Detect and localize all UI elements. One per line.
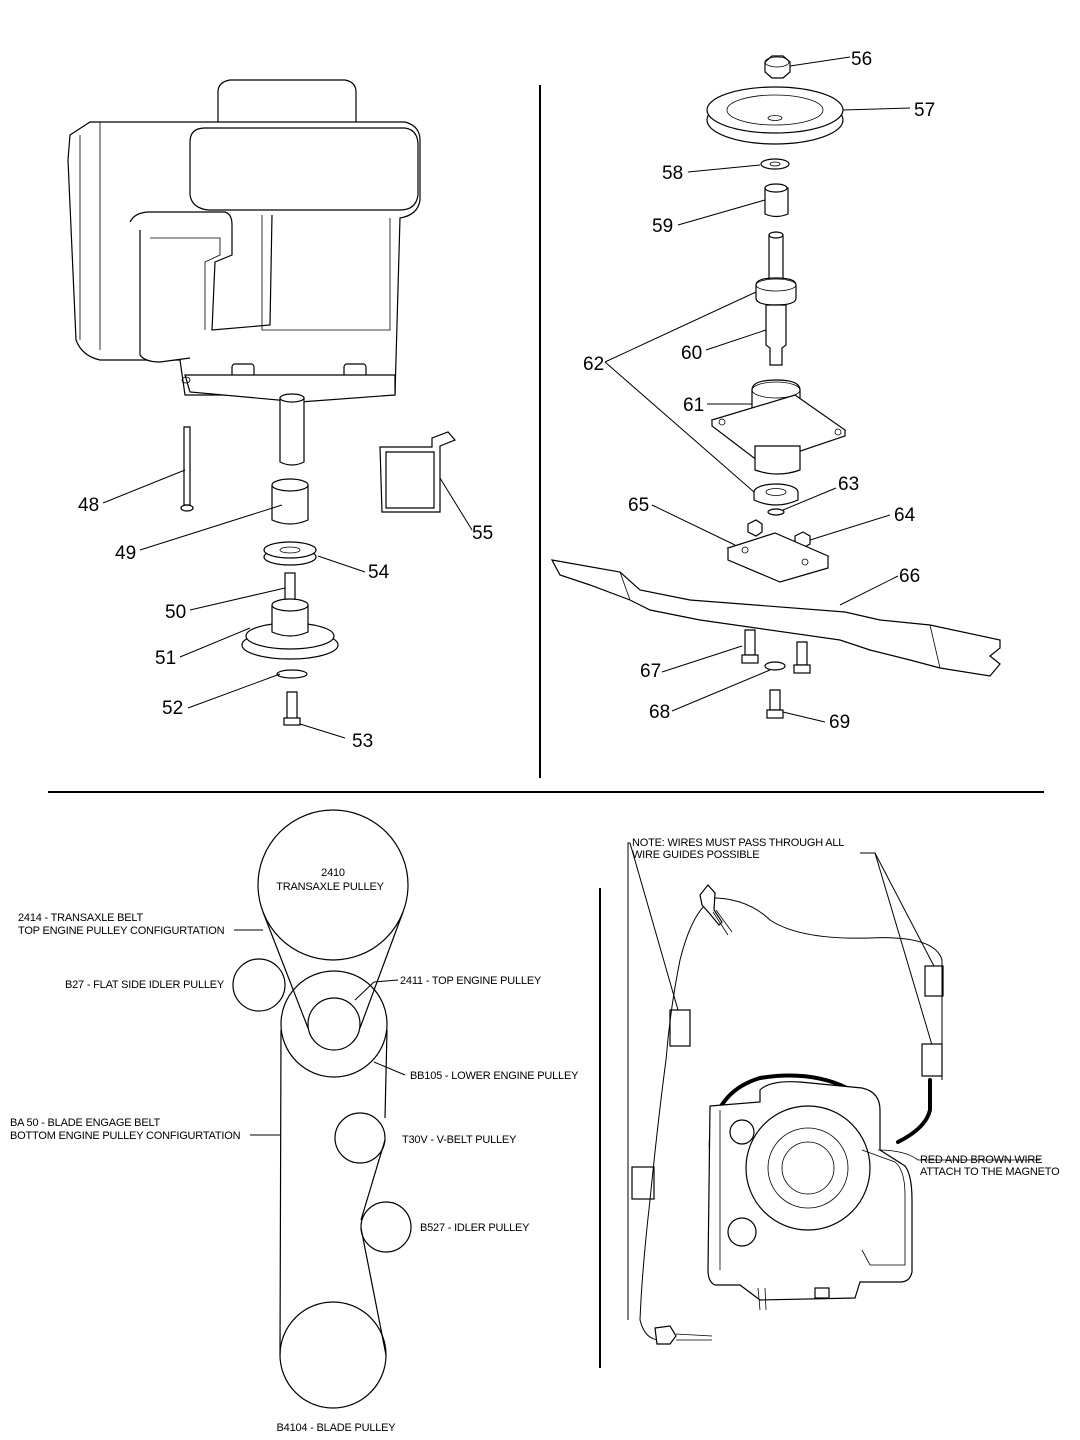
wire-guide-right-upper — [924, 965, 944, 997]
top-engine-pulley-label: 2411 - TOP ENGINE PULLEY — [400, 975, 542, 987]
blade-engage-belt-label-1: BA 50 - BLADE ENGAGE BELT — [10, 1117, 161, 1129]
vbelt-pulley-label: T30V - V-BELT PULLEY — [402, 1134, 517, 1146]
leaders-top-right — [604, 56, 911, 723]
belt-routing-diagram — [232, 809, 412, 1409]
transaxle-pulley-number: 2410 — [321, 867, 345, 879]
part-number-62: 62 — [583, 354, 604, 375]
wiring-note-line-1: NOTE: WIRES MUST PASS THROUGH ALL — [632, 837, 844, 849]
transaxle-pulley-label: TRANSAXLE PULLEY — [276, 881, 384, 893]
part-number-58: 58 — [662, 163, 683, 184]
part-numbers: 48 49 50 51 52 53 54 55 56 57 58 59 60 6… — [78, 49, 935, 752]
leaders-top-left — [102, 469, 473, 739]
part-number-67: 67 — [640, 661, 661, 682]
part-number-51: 51 — [155, 648, 176, 669]
part-number-53: 53 — [352, 731, 373, 752]
mower-blade — [550, 559, 1001, 677]
crankshaft-parts — [180, 393, 339, 726]
part-number-61: 61 — [683, 395, 704, 416]
blade-pulley — [279, 1301, 387, 1409]
belt-leaders — [234, 929, 406, 1136]
part-number-52: 52 — [162, 698, 183, 719]
transaxle-pulley — [257, 809, 409, 961]
part-number-64: 64 — [894, 505, 916, 526]
blade-engage-belt — [279, 1029, 388, 1356]
part-number-65: 65 — [628, 495, 649, 516]
flat-side-idler-pulley — [232, 958, 286, 1012]
wire-guide-right-lower — [921, 1043, 943, 1077]
idler-pulley — [360, 1201, 412, 1253]
wiring-diagram: NOTE: WIRES MUST PASS THROUGH ALL WIRE G… — [627, 837, 1060, 1345]
part-number-56: 56 — [851, 49, 872, 70]
part-number-63: 63 — [838, 474, 859, 495]
transaxle-belt-label-1: 2414 - TRANSAXLE BELT — [18, 912, 143, 924]
idler-pulley-label: B527 - IDLER PULLEY — [420, 1222, 530, 1234]
part-number-60: 60 — [681, 343, 702, 364]
wire-guide-left-lower — [631, 1166, 655, 1200]
part-number-69: 69 — [829, 712, 850, 733]
part-number-57: 57 — [914, 100, 935, 121]
spindle-bolts — [741, 629, 811, 719]
flat-side-idler-label: B27 - FLAT SIDE IDLER PULLEY — [65, 979, 225, 991]
engine-illustration — [67, 79, 421, 403]
part-number-49: 49 — [115, 543, 136, 564]
part-number-48: 48 — [78, 495, 99, 516]
vbelt-pulley — [334, 1112, 386, 1164]
part-number-66: 66 — [899, 566, 920, 587]
flywheel — [745, 1105, 871, 1231]
blade-engage-belt-label-2: BOTTOM ENGINE PULLEY CONFIGURTATION — [10, 1130, 241, 1142]
part-number-68: 68 — [649, 702, 670, 723]
wire-guide-left-upper — [669, 1009, 691, 1047]
part-number-59: 59 — [652, 216, 673, 237]
part-number-50: 50 — [165, 602, 186, 623]
lower-engine-pulley — [280, 970, 388, 1078]
belt-labels: 2410 TRANSAXLE PULLEY 2414 - TRANSAXLE B… — [10, 867, 579, 1434]
transaxle-belt-label-2: TOP ENGINE PULLEY CONFIGURTATION — [18, 925, 225, 937]
lower-engine-pulley-label: BB105 - LOWER ENGINE PULLEY — [410, 1070, 579, 1082]
transaxle-belt — [262, 911, 404, 1029]
top-engine-pulley — [307, 997, 361, 1051]
wiring-note-line-2: WIRE GUIDES POSSIBLE — [632, 849, 759, 861]
part-number-55: 55 — [472, 523, 493, 544]
magneto-note-line-2: ATTACH TO THE MAGNETO — [920, 1166, 1060, 1178]
spindle-illustration — [706, 55, 847, 583]
magneto-note-line-1: RED AND BROWN WIRE — [920, 1154, 1042, 1166]
part-number-54: 54 — [368, 562, 390, 583]
blade-pulley-label: B4104 - BLADE PULLEY — [277, 1422, 397, 1434]
part-55-bracket — [379, 431, 457, 513]
